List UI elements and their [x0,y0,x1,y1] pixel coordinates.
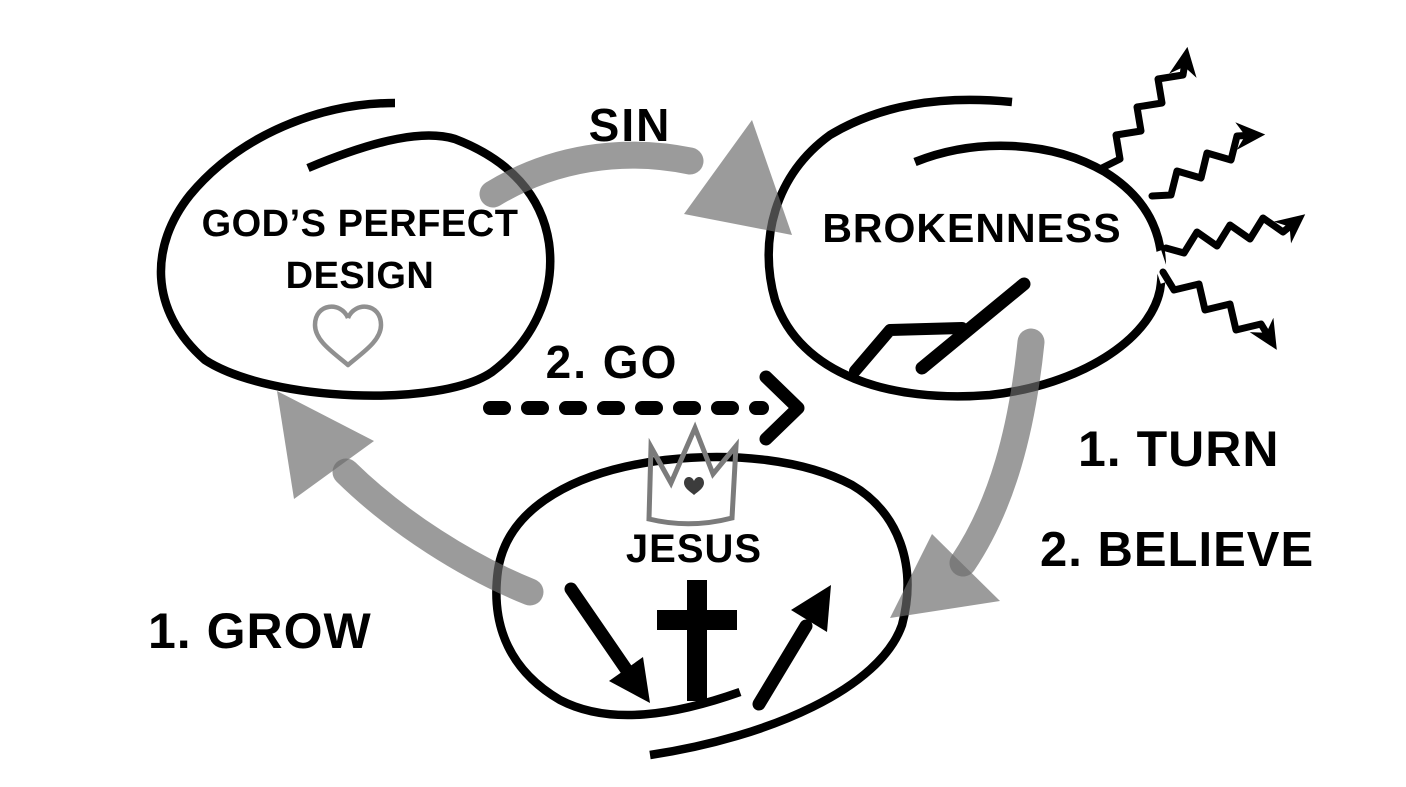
crown-heart-icon [684,477,704,495]
grow-arrow: 1. GROW [148,391,544,659]
brokenness-label: BROKENNESS [822,205,1121,251]
broken-stick-bent-part [849,322,968,377]
crown-outline [646,421,739,527]
sin-arrow: SIN [479,99,792,235]
broken-stick-icon [849,277,1031,377]
turn-believe-arrow: 1. TURN 2. BELIEVE [890,328,1314,618]
cross-vertical-bar [687,580,707,701]
rose-up-arrow-head [791,585,831,632]
squiggle-arrow-lower-right-icon [1159,268,1277,350]
design-label-line2: DESIGN [286,255,435,297]
broken-stick-straight-part [915,277,1031,375]
jesus-label: JESUS [626,527,762,571]
jesus-circle-outline [492,452,912,760]
grow-arrow-shaft [332,458,544,606]
rose-up-arrow-icon [752,585,831,711]
sin-arrow-head [684,120,792,235]
sin-arrow-shaft [479,141,704,208]
turn-label: 1. TURN [1078,421,1279,477]
came-down-arrow-head [609,657,650,703]
believe-label: 2. BELIEVE [1040,523,1314,577]
design-label-line1: GOD’S PERFECT [202,203,519,245]
rose-up-arrow-shaft [752,619,813,711]
crown-icon [646,421,739,527]
turn-believe-arrow-shaft [949,328,1045,577]
shockwave-arrows [1098,46,1306,350]
go-label: 2. GO [546,336,679,388]
came-down-arrow-shaft [564,582,635,679]
squiggle-arrow-right-icon [1162,214,1306,257]
squiggle-arrow-up-icon [1098,46,1197,172]
brokenness-circle-outline [764,95,1167,401]
go-arrow: 2. GO [483,336,805,446]
cross-icon [657,580,737,701]
turn-believe-arrow-head [890,534,1000,618]
squiggle-arrow-upper-right-icon [1148,122,1266,200]
design-circle-outline [156,98,555,400]
brokenness-circle: BROKENNESS [764,46,1306,401]
go-arrowhead-icon [759,370,805,446]
design-circle: GOD’S PERFECT DESIGN [156,98,555,400]
heart-outline-icon [312,304,384,368]
grow-arrow-head [277,391,374,499]
came-down-arrow-icon [564,582,650,703]
grow-label: 1. GROW [148,603,372,659]
jesus-circle: JESUS [492,421,912,760]
cross-horizontal-bar [657,610,737,630]
